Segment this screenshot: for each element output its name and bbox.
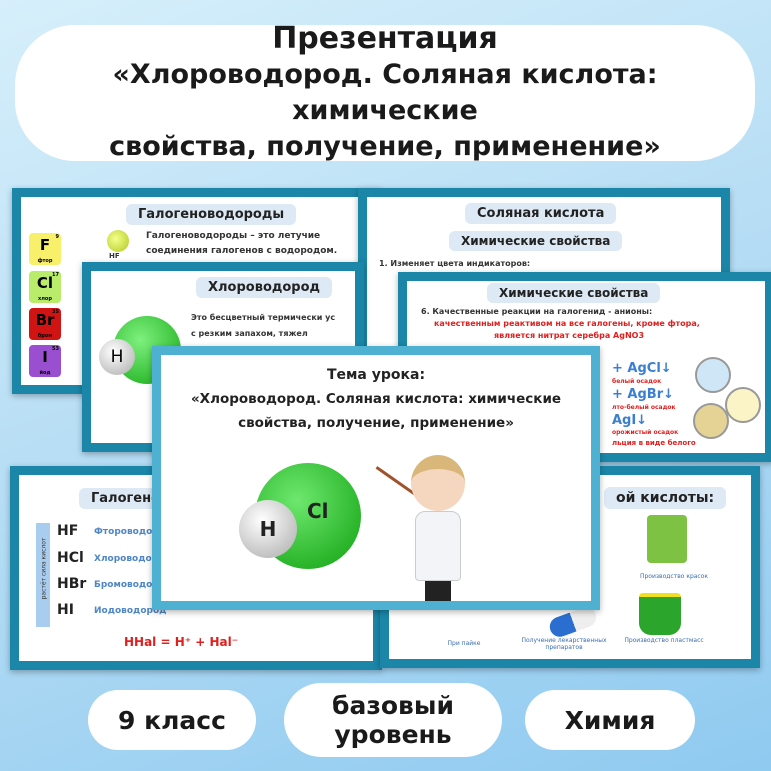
h-atom-icon: H — [239, 500, 297, 558]
badge-grade-text: 9 класс — [118, 705, 226, 735]
definition-1: Галогеноводороды – это летучие — [146, 231, 321, 241]
badge-level-line-1: базовый — [332, 691, 454, 720]
slide-title: ой кислоты: — [604, 487, 727, 509]
arrow-label: растёт сила кислот — [40, 537, 48, 600]
slide-title: Химические свойства — [487, 283, 661, 303]
hf-label: HF — [109, 252, 120, 260]
caption-paints: Производство красок — [639, 573, 709, 580]
reaction-agcl: + AgCl↓ — [612, 361, 672, 376]
reagent-text-1: качественным реактивом на все галогены, … — [434, 319, 700, 328]
badge-level-line-2: уровень — [334, 720, 452, 749]
title-line-3: свойства, получение, применение» — [109, 131, 661, 162]
teacher-legs — [425, 581, 451, 601]
badge-grade: 9 класс — [88, 690, 256, 750]
acid-strength-arrow-icon — [36, 523, 50, 627]
dissociation-equation: HHal = H⁺ + Hal⁻ — [124, 635, 239, 649]
acid-name: Фтороводоро — [94, 527, 165, 537]
hcl-text-1: Это бесцветный термически ус — [191, 313, 336, 322]
hf-molecule-icon — [107, 230, 129, 252]
badge-subject-text: Химия — [564, 705, 656, 735]
title-line-2: «Хлороводород. Соляная кислота: химическ… — [112, 59, 658, 126]
reagent-text-2: является нитрат серебра AgNO3 — [494, 331, 645, 340]
title-banner: Презентация «Хлороводород. Соляная кисло… — [15, 21, 755, 162]
item-6: 6. Качественные реакции на галогенид - а… — [421, 307, 653, 316]
precipitate-agi-icon — [693, 403, 729, 439]
lesson-line-2: свойства, получение, применение» — [238, 415, 514, 431]
title-line-1: Презентация — [272, 21, 498, 56]
teacher-illustration — [375, 455, 481, 601]
h-atom-icon: H — [99, 339, 135, 375]
bucket-icon — [639, 593, 681, 635]
acid-formula: HCl — [57, 550, 84, 566]
badge-level: базовый уровень — [284, 683, 502, 757]
slide-title: Галогеноводороды — [126, 204, 297, 225]
paint-icon — [647, 515, 687, 563]
precipitate-yellow-icon — [725, 387, 761, 423]
caption-medicines: Получение лекарственных препаратов — [521, 637, 607, 651]
slide-title: Хлороводород — [196, 277, 333, 298]
acid-formula: HF — [57, 523, 79, 539]
precipitate-white-icon — [695, 357, 731, 393]
agbr-note: лто-белый осадок — [612, 404, 676, 411]
acid-name: Бромоводоро — [94, 580, 165, 590]
definition-2: соединения галогенов с водородом. — [146, 246, 338, 256]
item-1: 1. Изменяет цвета индикаторов: — [379, 259, 531, 268]
caption-soldering: При пайке — [447, 640, 481, 647]
lesson-label: Тема урока: — [326, 367, 426, 383]
agcl-note: белый осадок — [612, 378, 662, 385]
reaction-agi: AgI↓ — [612, 413, 648, 428]
main-slide: Тема урока: «Хлороводород. Соляная кисло… — [152, 346, 600, 610]
badge-subject: Химия — [525, 690, 695, 750]
note-4: льция в виде белого — [612, 439, 696, 447]
teacher-head — [411, 455, 465, 511]
acid-formula: HBr — [57, 576, 87, 592]
slide-title: Соляная кислота — [465, 203, 617, 224]
teacher-coat — [415, 511, 461, 581]
acid-formula: HI — [57, 602, 74, 618]
caption-plastics: Производство пластмасс — [624, 637, 704, 644]
acid-name: Хлороводоро — [94, 554, 165, 564]
hcl-text-2: с резким запахом, тяжел — [191, 329, 308, 338]
acid-name: Иодоводород — [94, 606, 167, 616]
agi-note: орожистый осадок — [612, 429, 679, 436]
reaction-agbr: + AgBr↓ — [612, 387, 674, 402]
lesson-line-1: «Хлороводород. Соляная кислота: химическ… — [190, 391, 562, 407]
slide-subtitle: Химические свойства — [449, 231, 623, 251]
